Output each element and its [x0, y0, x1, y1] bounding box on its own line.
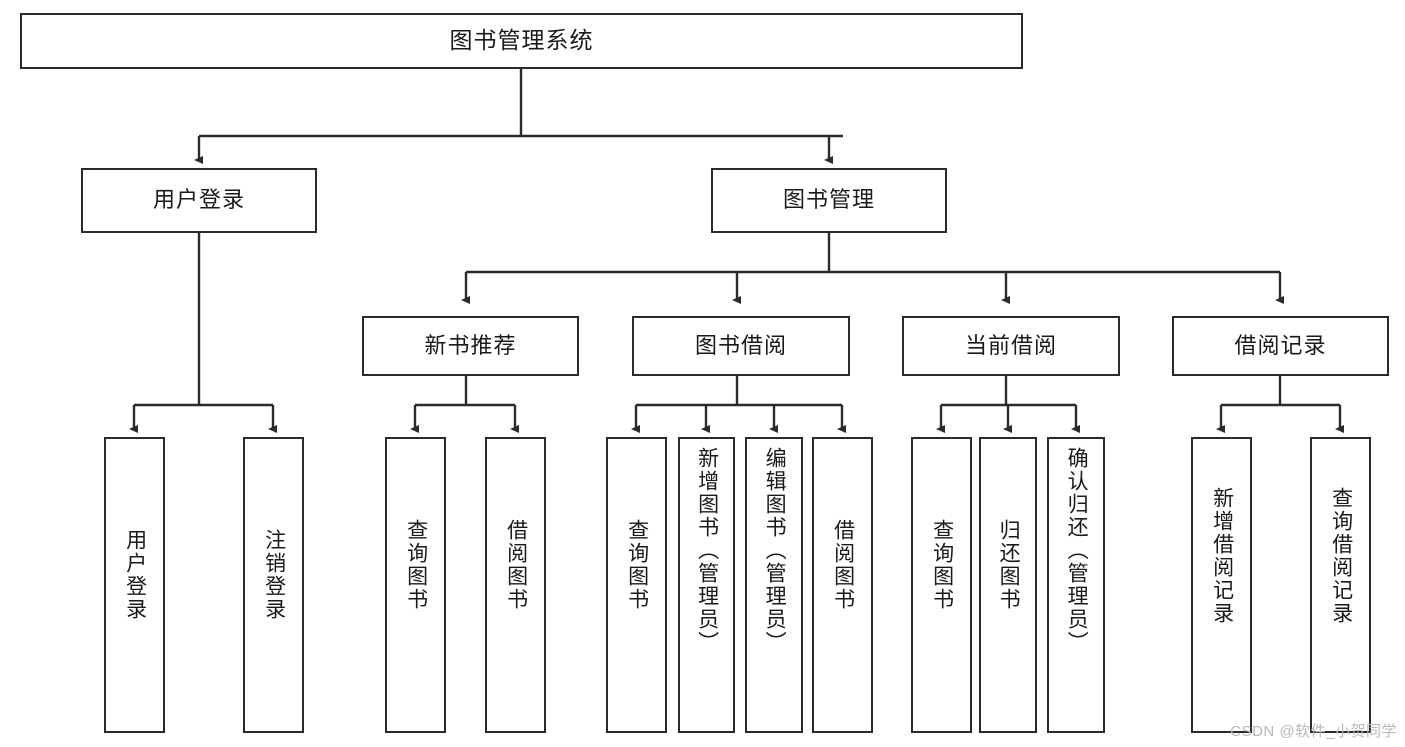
leaf-borrow-book-new[interactable]: 借阅图书 [485, 437, 546, 733]
node-borrow-record[interactable]: 借阅记录 [1172, 316, 1389, 376]
node-book-management[interactable]: 图书管理 [711, 168, 947, 233]
leaf-return-book[interactable]: 归还图书 [979, 437, 1037, 733]
leaf-add-borrow-record[interactable]: 新增借阅记录 [1191, 437, 1252, 733]
node-label: 查询图书 [625, 519, 649, 611]
leaf-borrow-book-borrow[interactable]: 借阅图书 [812, 437, 873, 733]
node-label: 用户登录 [152, 187, 245, 213]
node-book-borrow[interactable]: 图书借阅 [632, 316, 850, 376]
leaf-query-book-new[interactable]: 查询图书 [385, 437, 446, 733]
leaf-user-login[interactable]: 用户登录 [104, 437, 165, 733]
node-label: 归还图书 [997, 519, 1021, 611]
node-label: 新增借阅记录 [1210, 487, 1234, 625]
node-label: 确认归还（管理员） [1065, 447, 1089, 654]
node-label: 新书推荐 [424, 332, 517, 358]
leaf-logout[interactable]: 注销登录 [243, 437, 304, 733]
leaf-query-book-borrow[interactable]: 查询图书 [606, 437, 667, 733]
leaf-confirm-return-admin[interactable]: 确认归还（管理员） [1047, 437, 1105, 733]
node-label: 用户登录 [123, 529, 147, 621]
node-label: 借阅记录 [1234, 332, 1327, 358]
node-label: 查询图书 [404, 519, 428, 611]
node-label: 查询图书 [930, 519, 954, 611]
node-label: 借阅图书 [504, 519, 528, 611]
node-user-login[interactable]: 用户登录 [81, 168, 317, 233]
node-label: 借阅图书 [831, 519, 855, 611]
node-new-book-recommend[interactable]: 新书推荐 [362, 316, 579, 376]
node-label: 编辑图书（管理员） [763, 447, 787, 654]
node-label: 查询借阅记录 [1329, 487, 1353, 625]
node-book-management-system[interactable]: 图书管理系统 [20, 13, 1023, 69]
node-label: 当前借阅 [964, 332, 1057, 358]
node-label: 图书管理系统 [449, 27, 594, 54]
node-label: 图书借阅 [694, 332, 787, 358]
node-label: 图书管理 [782, 187, 875, 213]
leaf-add-book-admin[interactable]: 新增图书（管理员） [678, 437, 735, 733]
node-label: 新增图书（管理员） [695, 447, 719, 654]
leaf-query-borrow-record[interactable]: 查询借阅记录 [1310, 437, 1371, 733]
leaf-edit-book-admin[interactable]: 编辑图书（管理员） [745, 437, 803, 733]
node-current-borrow[interactable]: 当前借阅 [902, 316, 1120, 376]
leaf-query-book-current[interactable]: 查询图书 [911, 437, 972, 733]
node-label: 注销登录 [262, 529, 286, 621]
